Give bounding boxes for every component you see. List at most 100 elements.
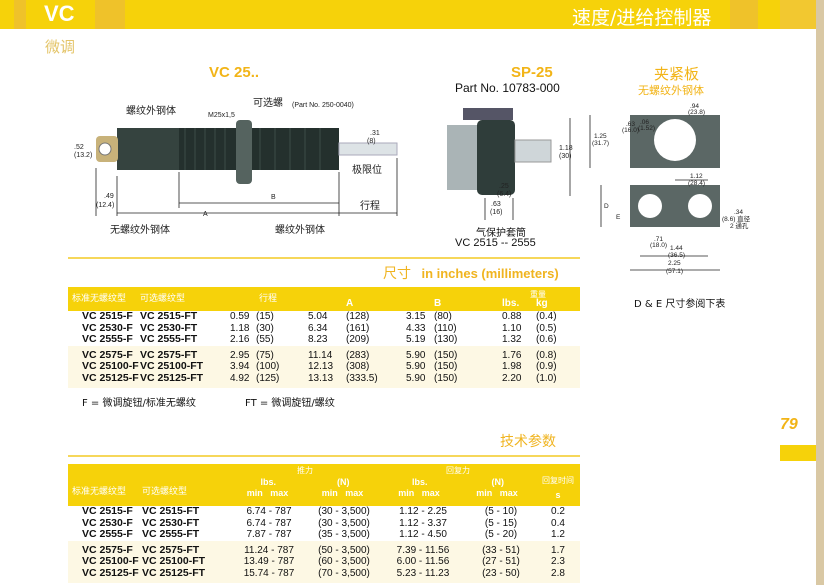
col-header: 可选螺纹型 (142, 486, 188, 497)
dim-label: .63 (626, 121, 635, 128)
value-cell: (128) (346, 311, 370, 322)
value-cell: (5 - 15) (484, 517, 518, 529)
value-cell: 6.34 (308, 322, 328, 334)
dim-label: .25 (499, 183, 509, 190)
dim-label: .31 (370, 130, 380, 137)
value-cell: 1.2 (551, 529, 565, 540)
value-cell: (161) (346, 322, 370, 334)
value-cell: 11.24 - 787 (244, 544, 294, 556)
dim-label: .34 (734, 209, 743, 216)
dim-label: 行程 (360, 199, 380, 212)
value-cell: (110) (434, 322, 457, 334)
value-cell: 2.20 (502, 372, 522, 384)
divider (68, 257, 580, 259)
value-cell: 5.90 (406, 372, 426, 384)
value-cell: (1.0) (536, 372, 557, 384)
dim-label: D (604, 203, 609, 210)
model-cell: VC 2575-FT (140, 348, 198, 361)
model-cell: VC 2515-F (82, 310, 133, 322)
value-cell: 2.95 (230, 349, 250, 361)
value-cell: 15.74 - 787 (243, 567, 295, 579)
col-header: B (434, 298, 442, 310)
value-cell: 13.13 (308, 372, 334, 384)
value-cell: 3.15 (406, 311, 426, 322)
col-header: lbs. (502, 298, 520, 310)
dim-label: E (616, 214, 621, 221)
dim-label: .52 (74, 144, 84, 151)
col-header: A (346, 298, 354, 310)
dim-label: (16.0) (622, 127, 639, 134)
value-cell: (60 - 3,500) (318, 556, 370, 567)
dims-title: 尺寸 in inches (millimeters) (383, 263, 559, 283)
value-cell: 5.23 - 11.23 (396, 567, 450, 579)
model-cell: VC 2555-F (82, 528, 133, 540)
caption: 无螺纹外钢体 (110, 223, 170, 236)
dim-label: 1.12 (690, 173, 703, 180)
model-cell: VC 2575-F (82, 348, 133, 361)
col-header: 推力 (297, 466, 313, 475)
value-cell: (30 - 3,500) (318, 517, 370, 529)
vc-title: VC 25.. (209, 64, 260, 81)
value-cell: 1.10 (502, 322, 522, 334)
value-cell: 2.3 (551, 556, 565, 567)
value-cell: (209) (346, 334, 370, 345)
model-cell: VC 2575-F (82, 543, 133, 556)
model-cell: VC 2515-F (82, 505, 133, 517)
page-tab (780, 445, 816, 461)
page-number: 79 (780, 416, 798, 433)
dim-label: .94 (690, 103, 699, 110)
value-cell: (125) (256, 372, 280, 384)
col-header: 可选螺纹型 (140, 293, 186, 304)
value-cell: 1.76 (502, 349, 522, 361)
value-cell: 6.74 - 787 (246, 506, 292, 517)
model-cell: VC 25125-FT (140, 371, 204, 384)
col-header: 行程 (259, 293, 278, 304)
value-cell: (75) (256, 349, 274, 361)
col-header: lbs. (411, 476, 428, 487)
sp-part-no: Part No. 10783-000 (455, 81, 560, 95)
dim-label: (23.8) (688, 109, 705, 116)
dim-label: 2.25 (668, 260, 681, 267)
value-cell: (0.8) (536, 349, 557, 361)
model-cell: VC 25125-F (82, 566, 139, 579)
value-cell: (33 - 51) (482, 544, 520, 556)
value-cell: 1.12 - 2.25 (399, 506, 447, 517)
value-cell: 13.49 - 787 (243, 556, 295, 567)
dim-label: (57.1) (666, 268, 683, 275)
value-cell: (130) (434, 334, 458, 345)
value-cell: 5.04 (308, 311, 328, 322)
dim-label: (30) (559, 153, 571, 160)
value-cell: (100) (256, 361, 280, 372)
product-code: VC (44, 1, 75, 26)
model-cell: VC 25100-FT (142, 555, 206, 567)
col-header: s (555, 489, 561, 500)
col-header: 回复时间 (542, 476, 574, 485)
model-cell: VC 25100-FT (140, 360, 204, 372)
dim-label: (6.4) (497, 191, 511, 198)
caption: 螺纹外钢体 (275, 223, 325, 236)
col-header: 标准无螺纹型 (72, 293, 127, 304)
page-title: 速度/进给控制器 (572, 7, 712, 29)
value-cell: 3.94 (230, 361, 250, 372)
value-cell: 5.90 (406, 349, 426, 361)
model-cell: VC 2555-FT (142, 528, 200, 540)
subtitle: 微调 (45, 38, 76, 56)
model-cell: VC 2530-F (82, 516, 133, 529)
value-cell: (0.6) (536, 334, 557, 345)
col-header: min max (476, 488, 518, 498)
value-cell: 1.18 (230, 322, 250, 334)
value-cell: (150) (434, 349, 458, 361)
value-cell: 1.12 - 4.50 (399, 529, 447, 540)
col-header: (N) (336, 476, 350, 487)
model-cell: VC 2530-FT (140, 321, 198, 334)
value-cell: 1.12 - 3.37 (399, 517, 447, 529)
sp-drawing: 1.18 (30) .25 (6.4) .63 (16) (447, 108, 573, 220)
dim-label: 螺纹外钢体 (126, 104, 176, 117)
dim-label: 1.18 (559, 145, 573, 152)
